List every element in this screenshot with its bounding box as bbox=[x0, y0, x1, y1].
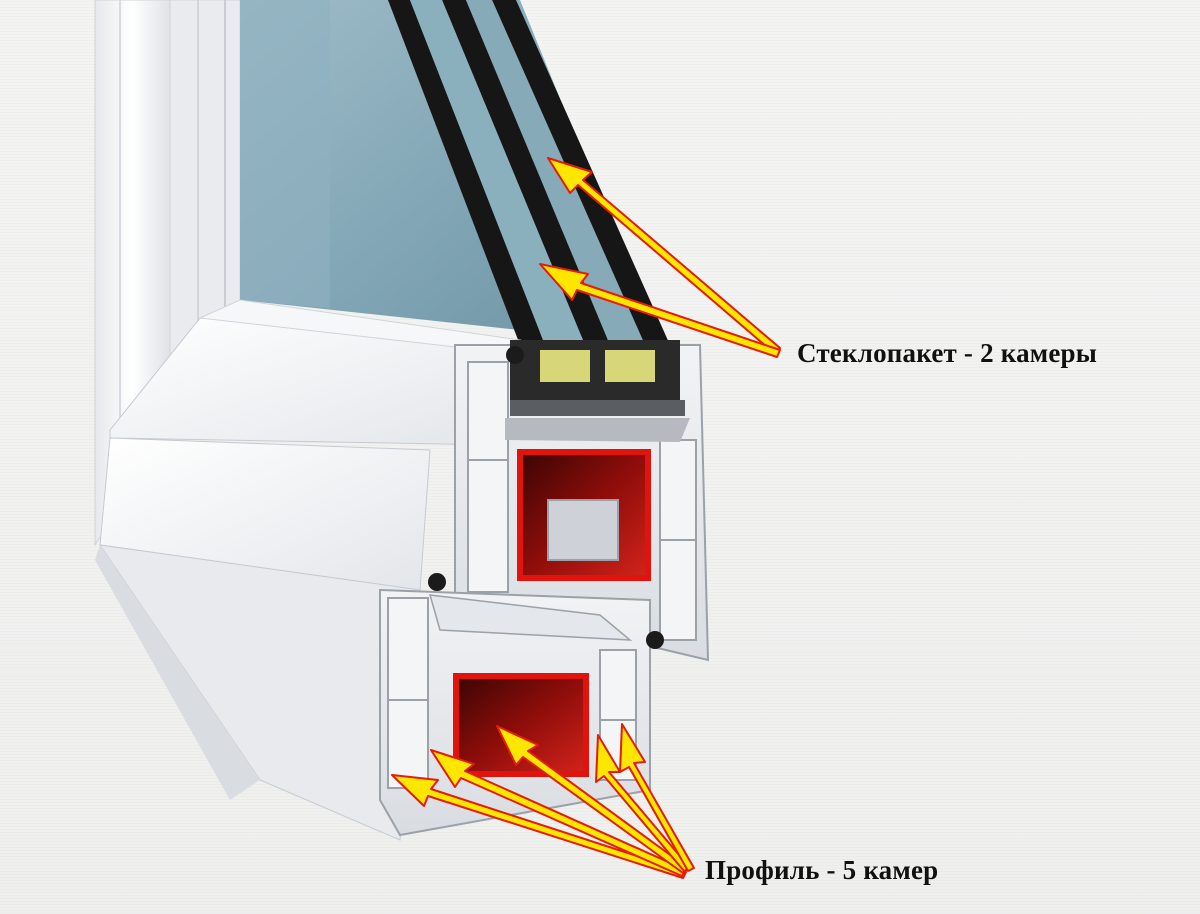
frame-profile-section bbox=[379, 346, 664, 837]
yellow-arrow-icon bbox=[391, 774, 687, 879]
gasket-icon bbox=[646, 631, 664, 649]
profile-arrows bbox=[391, 723, 695, 879]
gasket-icon bbox=[506, 346, 524, 364]
yellow-arrow-icon bbox=[539, 263, 781, 358]
profile-chambers-label: Профиль - 5 камер bbox=[705, 855, 939, 885]
glazing-chambers-label: Стеклопакет - 2 камеры bbox=[797, 338, 1098, 368]
gasket-icon bbox=[428, 573, 446, 591]
sash-reinforcement bbox=[517, 449, 651, 581]
glazing-arrows bbox=[539, 157, 781, 358]
sash-frame bbox=[95, 299, 522, 841]
desiccant-fill-left bbox=[540, 350, 590, 382]
yellow-arrow-icon bbox=[619, 723, 695, 872]
desiccant-fill-right bbox=[605, 350, 655, 382]
sash-profile-section bbox=[454, 340, 710, 662]
